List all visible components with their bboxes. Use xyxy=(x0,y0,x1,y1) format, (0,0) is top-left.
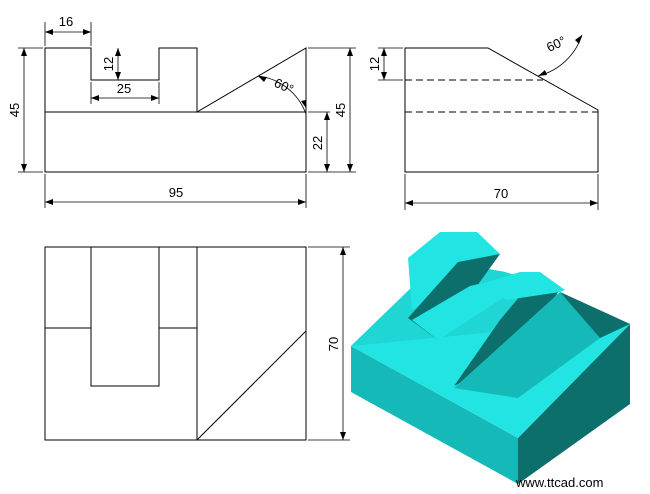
iso-slot-floor xyxy=(412,282,506,340)
side-view: 12 60° 70 xyxy=(367,33,599,210)
dim-angle-front: 60° xyxy=(257,75,307,115)
dim-angle-side: 60° xyxy=(537,33,583,77)
dim-total-width: 95 xyxy=(44,174,307,208)
dim-slot-width: 25 xyxy=(90,81,160,104)
dim-top-depth-label: 70 xyxy=(326,337,341,351)
iso-right-face xyxy=(518,324,630,484)
dim-height-right-label: 45 xyxy=(333,103,348,117)
dim-slot-depth: 12 xyxy=(101,48,121,80)
dim-height-left-label: 45 xyxy=(7,103,22,117)
dim-total-width-label: 95 xyxy=(169,185,183,200)
iso-slot-wall-dark-2 xyxy=(454,290,560,386)
iso-right-slope-dark xyxy=(560,292,630,338)
front-view: 16 12 25 60° xyxy=(7,14,356,208)
iso-front-face xyxy=(351,346,518,484)
dim-top-offset-label: 12 xyxy=(367,57,382,71)
watermark: www.ttcad.com xyxy=(515,475,603,490)
top-view: 70 xyxy=(44,246,350,441)
isometric-view xyxy=(351,232,630,484)
dim-slot-width-label: 25 xyxy=(117,81,131,96)
dim-angle-front-label: 60° xyxy=(272,75,296,97)
dim-slot-depth-label: 12 xyxy=(101,57,116,71)
dim-heights-right: 22 45 xyxy=(308,47,356,173)
dim-height-left: 45 xyxy=(7,47,43,173)
dim-top-offset: 12 xyxy=(367,47,403,81)
dim-top-depth: 70 xyxy=(308,246,350,441)
dim-slot-wall: 16 xyxy=(44,14,92,46)
dim-side-depth-label: 70 xyxy=(494,186,508,201)
iso-upper-right-block xyxy=(488,272,565,300)
dim-side-depth: 70 xyxy=(404,174,599,210)
dim-step-height-label: 22 xyxy=(310,136,325,150)
dim-angle-side-label: 60° xyxy=(544,33,568,55)
dim-slot-wall-label: 16 xyxy=(59,14,73,29)
